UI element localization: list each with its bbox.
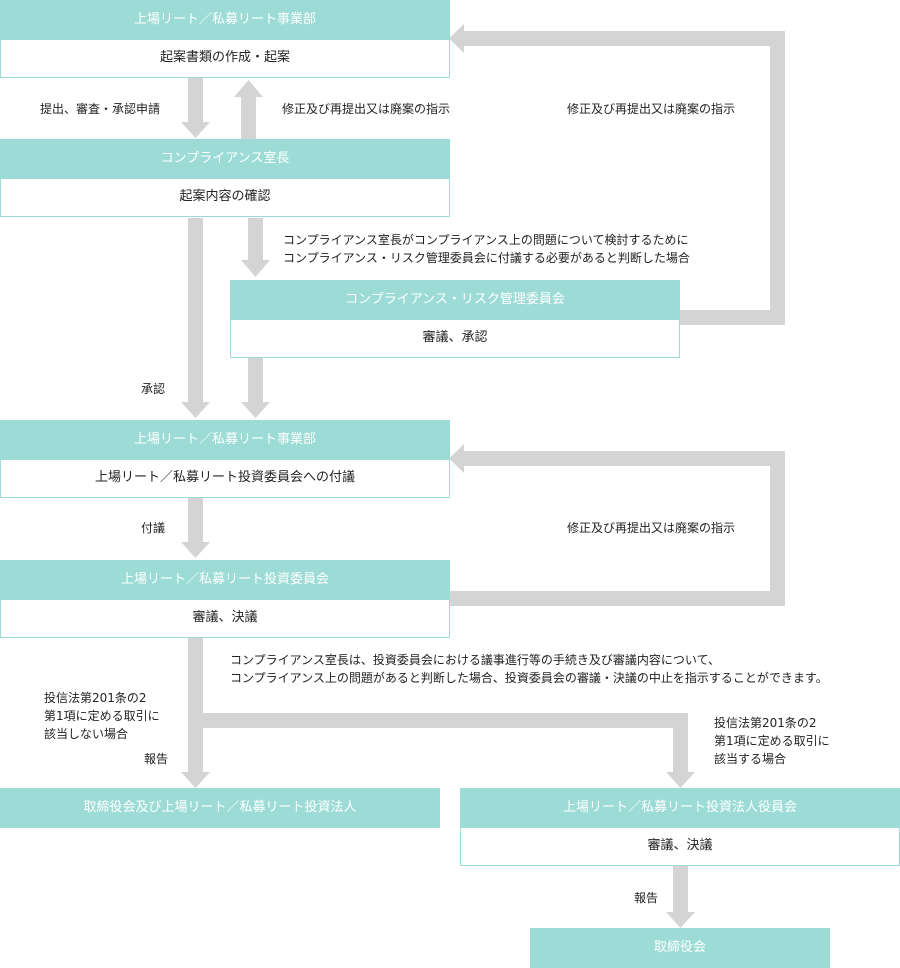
label-not-applicable-3: 該当しない場合 [44, 727, 129, 741]
label-revise-left: 修正及び再提出又は廃案の指示 [282, 102, 451, 116]
dept-box-second-title: 上場リート／私募リート事業部 [0, 420, 450, 460]
label-not-applicable-2: 第1項に定める取引に [44, 709, 160, 723]
label-applicable-2: 第1項に定める取引に [714, 734, 830, 748]
dept-box-top: 上場リート／私募リート事業部 起案書類の作成・起案 [0, 0, 450, 78]
dept-box-top-body: 起案書類の作成・起案 [0, 40, 450, 78]
risk-committee-body: 審議、承認 [230, 320, 680, 358]
label-submit: 提出、審査・承認申請 [40, 102, 161, 116]
dept-box-second-body: 上場リート／私募リート投資委員会への付議 [0, 460, 450, 498]
board-box: 取締役会 [530, 928, 830, 968]
compliance-officer-title: コンプライアンス室長 [0, 139, 450, 179]
label-report-right: 報告 [634, 891, 659, 905]
corp-board-body: 審議、決議 [460, 828, 900, 866]
investment-committee-body: 審議、決議 [0, 600, 450, 638]
label-applicable-1: 投信法第201条の2 [714, 716, 817, 730]
risk-committee-title: コンプライアンス・リスク管理委員会 [230, 280, 680, 320]
label-not-applicable-1: 投信法第201条の2 [44, 691, 147, 705]
dept-box-second: 上場リート／私募リート事業部 上場リート／私募リート投資委員会への付議 [0, 420, 450, 498]
board-and-corp-box: 取締役会及び上場リート／私募リート投資法人 [0, 788, 440, 828]
label-revise-lower: 修正及び再提出又は廃案の指示 [567, 521, 736, 535]
label-note-line1: コンプライアンス室長は、投資委員会における議事進行等の手続き及び審議内容について… [230, 653, 720, 667]
risk-committee-box: コンプライアンス・リスク管理委員会 審議、承認 [230, 280, 680, 358]
dept-box-top-title: 上場リート／私募リート事業部 [0, 0, 450, 40]
label-note-line2: コンプライアンス上の問題があると判断した場合、投資委員会の審議・決議の中止を指示… [230, 671, 828, 685]
label-revise-right: 修正及び再提出又は廃案の指示 [567, 102, 736, 116]
corp-board-box: 上場リート／私募リート投資法人役員会 審議、決議 [460, 788, 900, 866]
label-report-left: 報告 [144, 752, 169, 766]
label-propose: 付議 [141, 521, 166, 535]
investment-committee-title: 上場リート／私募リート投資委員会 [0, 560, 450, 600]
label-approve: 承認 [141, 382, 166, 396]
compliance-officer-body: 起案内容の確認 [0, 179, 450, 217]
investment-committee-box: 上場リート／私募リート投資委員会 審議、決議 [0, 560, 450, 638]
label-refer-line2: コンプライアンス・リスク管理委員会に付議する必要があると判断した場合 [283, 251, 690, 265]
label-refer-line1: コンプライアンス室長がコンプライアンス上の問題について検討するために [283, 233, 689, 247]
corp-board-title: 上場リート／私募リート投資法人役員会 [460, 788, 900, 828]
label-applicable-3: 該当する場合 [714, 752, 787, 766]
board-and-corp-title: 取締役会及び上場リート／私募リート投資法人 [0, 788, 440, 828]
compliance-officer-box: コンプライアンス室長 起案内容の確認 [0, 139, 450, 217]
board-title: 取締役会 [530, 928, 830, 968]
